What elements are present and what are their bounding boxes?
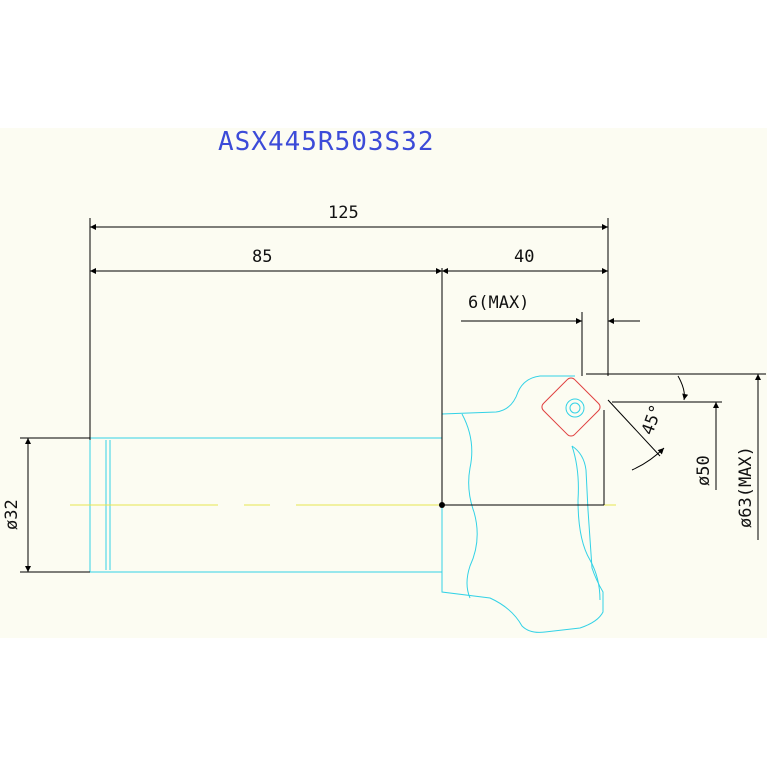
head-body [441, 375, 604, 633]
dim-d32-label: ø32 [2, 499, 22, 530]
dim-125-label: 125 [328, 203, 359, 223]
drawing-sheet [0, 128, 767, 638]
origin-point [439, 502, 445, 508]
dimension-shank-length: 85 [90, 247, 442, 274]
dimension-head-length: 40 [442, 247, 608, 274]
reference-lines [439, 268, 605, 508]
dimension-max-depth: 6(MAX) [461, 293, 640, 376]
dimension-shank-diameter: ø32 [2, 437, 90, 573]
dimension-cutting-diameter: ø50 [612, 401, 722, 490]
dimension-max-diameter: ø63(MAX) [586, 373, 766, 540]
dimension-overall-length: 125 [89, 203, 609, 440]
insert-square [541, 377, 601, 437]
insert-screw-inner [569, 402, 581, 414]
dim-6max-label: 6(MAX) [468, 293, 529, 313]
dim-d63max-label: ø63(MAX) [736, 446, 756, 528]
flute-curve [571, 445, 601, 601]
tool-outline [89, 375, 604, 633]
dim-85-label: 85 [252, 247, 272, 267]
cutting-insert [541, 377, 601, 437]
insert-screw-outer [565, 398, 585, 418]
dim-40-label: 40 [514, 247, 534, 267]
head-inner-curve [461, 413, 478, 599]
dim-d50-label: ø50 [694, 455, 714, 486]
drawing-title: ASX445R503S32 [218, 127, 435, 157]
dim-45-label: 45° [638, 402, 667, 438]
dimension-angle: 45° [607, 375, 689, 471]
